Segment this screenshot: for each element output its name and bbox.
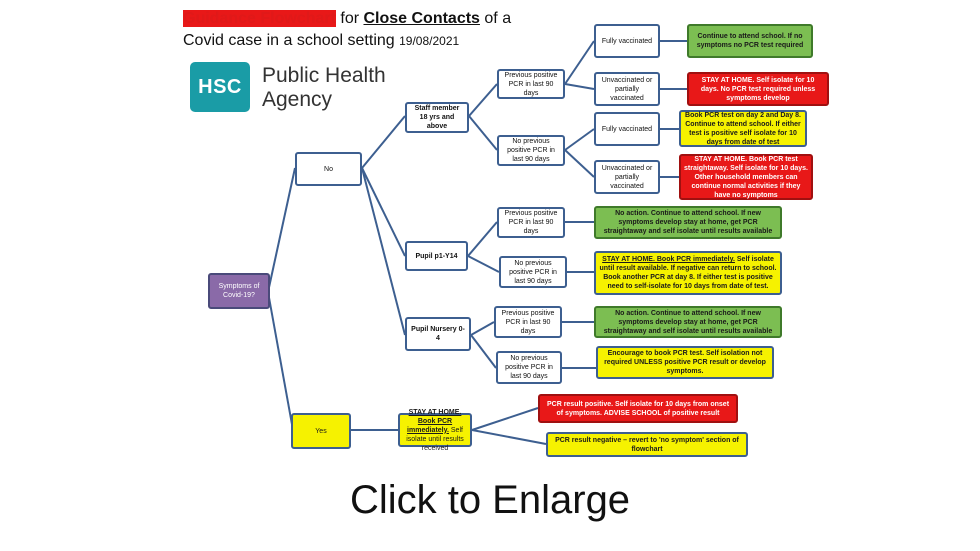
outcome-nursery-encourage-pcr: Encourage to book PCR test. Self isolati… xyxy=(596,346,774,379)
outcome-p1-tail: Self isolate until result available. If … xyxy=(599,256,777,290)
outcome-pcr-negative: PCR result negative – revert to 'no symp… xyxy=(546,432,748,457)
connector xyxy=(564,149,595,178)
connector xyxy=(564,40,595,85)
outcome-p1-no-action: No action. Continue to attend school. If… xyxy=(594,206,782,239)
title-covid-case: Covid case in a school setting xyxy=(183,32,400,49)
node-unvaccinated-1: Unvaccinated or partially vaccinated xyxy=(594,72,660,106)
node-no: No xyxy=(295,152,362,186)
outcome-p1-pcr-immediately: STAY AT HOME. Book PCR immediately. Self… xyxy=(594,251,782,295)
connector xyxy=(471,429,547,445)
title-guidance: Guidance Flowchart xyxy=(183,10,336,27)
connector xyxy=(467,221,498,257)
connector xyxy=(361,167,406,336)
node-yes: Yes xyxy=(291,413,351,449)
click-to-enlarge-link[interactable]: Click to Enlarge xyxy=(349,478,631,522)
outcome-pcr-positive: PCR result positive. Self isolate for 10… xyxy=(538,394,738,423)
outcome-p1-head: STAY AT HOME. Book PCR immediately. xyxy=(602,256,735,263)
node-p1-no-prev-pcr: No previous positive PCR in last 90 days xyxy=(499,256,567,288)
title-of-a: of a xyxy=(479,10,512,27)
node-staff-no-prev-pcr: No previous positive PCR in last 90 days xyxy=(497,135,565,166)
node-pupil-p1: Pupil p1-Y14 xyxy=(405,241,468,271)
outcome-continue-no-pcr: Continue to attend school. If no symptom… xyxy=(687,24,813,58)
outcome-book-pcr-isolate: STAY AT HOME. Book PCR test straightaway… xyxy=(679,154,813,200)
page-title: Guidance Flowchart for Close Contacts of… xyxy=(183,8,511,52)
node-fully-vaccinated-1: Fully vaccinated xyxy=(594,24,660,58)
node-nursery-prev-pcr: Previous positive PCR in last 90 days xyxy=(494,306,562,338)
connector xyxy=(467,255,500,273)
node-symptoms: Symptoms of Covid-19? xyxy=(208,273,270,309)
node-pupil-nursery: Pupil Nursery 0-4 xyxy=(405,317,471,351)
node-staff-prev-pcr: Previous positive PCR in last 90 days xyxy=(497,69,565,99)
yes-action-head: STAY AT HOME. Book PCR immediately. xyxy=(407,408,462,434)
title-for: for xyxy=(335,10,364,27)
agency-name: Public Health Agency xyxy=(262,64,386,112)
node-p1-prev-pcr: Previous positive PCR in last 90 days xyxy=(497,207,565,238)
connector xyxy=(267,291,294,431)
connector xyxy=(267,167,296,293)
node-yes-action: STAY AT HOME. Book PCR immediately. Self… xyxy=(398,409,472,452)
connector xyxy=(361,115,406,169)
node-unvaccinated-2: Unvaccinated or partially vaccinated xyxy=(594,160,660,194)
connector xyxy=(471,407,539,431)
agency-name-line-2: Agency xyxy=(262,88,333,111)
outcome-nursery-no-action: No action. Continue to attend school. If… xyxy=(594,306,782,338)
connector xyxy=(470,334,497,369)
connector xyxy=(468,115,498,151)
node-staff: Staff member 18 yrs and above xyxy=(405,102,469,133)
yes-action-tail: Self isolate until results received xyxy=(406,426,464,452)
connector xyxy=(564,83,595,90)
node-nursery-no-prev-pcr: No previous positive PCR in last 90 days xyxy=(496,351,562,384)
connector xyxy=(564,128,595,151)
title-date: 19/08/2021 xyxy=(399,34,460,48)
agency-name-line-1: Public Health xyxy=(262,64,386,87)
connector xyxy=(361,167,406,257)
hsc-logo: HSC Public Health Agency xyxy=(190,62,390,118)
title-line-2: Covid case in a school setting 19/08/202… xyxy=(183,30,511,52)
outcome-isolate-10-days: STAY AT HOME. Self isolate for 10 days. … xyxy=(687,72,829,106)
title-line-1: Guidance Flowchart for Close Contacts of… xyxy=(183,8,511,30)
outcome-pcr-day-2-8: Book PCR test on day 2 and Day 8. Contin… xyxy=(679,110,807,147)
connector xyxy=(470,321,495,336)
title-close-contacts: Close Contacts xyxy=(363,10,480,27)
node-fully-vaccinated-2: Fully vaccinated xyxy=(594,112,660,146)
connector xyxy=(468,83,498,117)
hsc-badge: HSC xyxy=(190,62,250,112)
